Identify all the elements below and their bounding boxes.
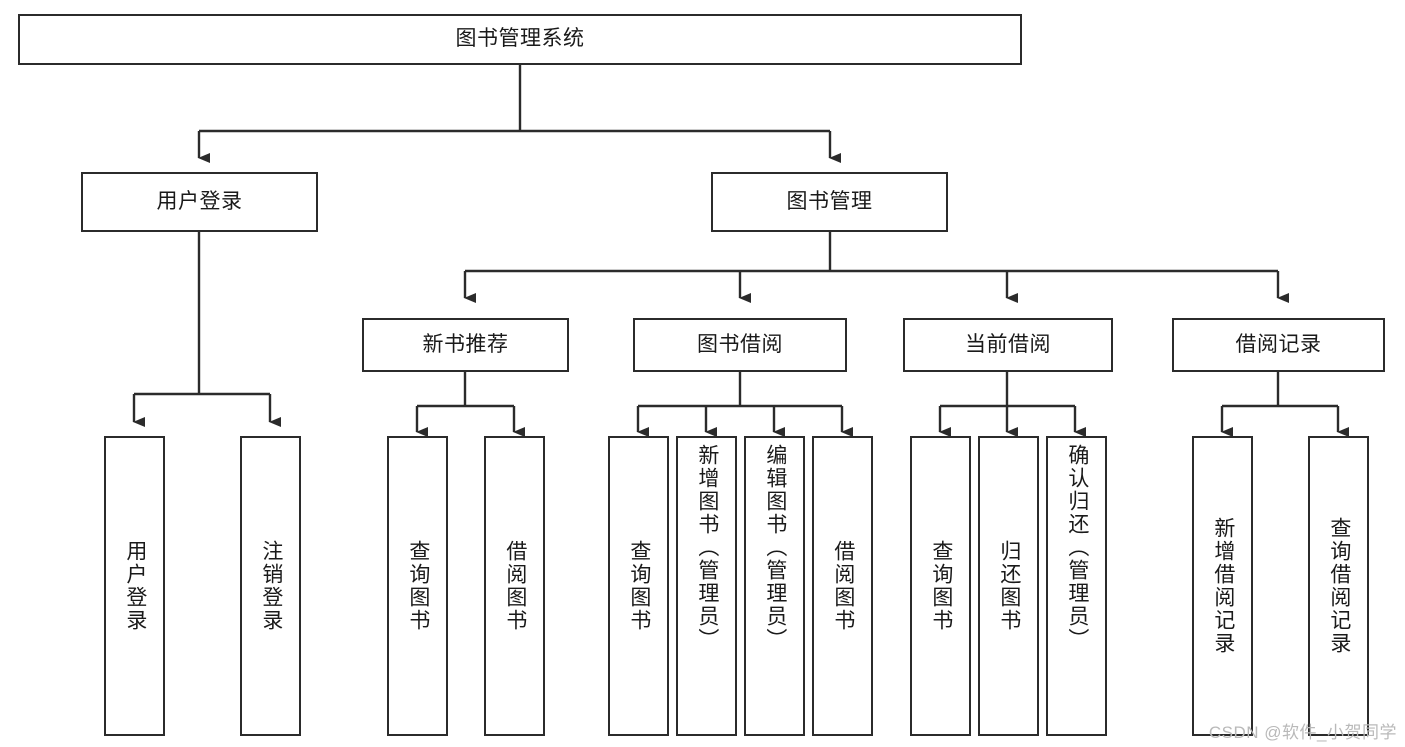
node-leaf-borrow-book-2-label: 借阅图书	[831, 540, 855, 632]
csdn-watermark: CSDN @软件_小贺同学	[1208, 723, 1397, 742]
node-leaf-borrow-book-1-label: 借阅图书	[503, 540, 527, 632]
node-leaf-add-record[interactable]: 新增借阅记录	[1192, 436, 1253, 736]
node-leaf-query-book-3[interactable]: 查询图书	[910, 436, 971, 736]
node-book-borrow[interactable]: 图书借阅	[633, 318, 847, 372]
node-leaf-logout-login-label: 注销登录	[259, 540, 283, 632]
node-leaf-add-book[interactable]: 新增图书（管理员）	[676, 436, 737, 736]
node-leaf-edit-book[interactable]: 编辑图书（管理员）	[744, 436, 805, 736]
node-leaf-confirm-return[interactable]: 确认归还（管理员）	[1046, 436, 1107, 736]
node-current-borrow-label: 当前借阅	[965, 332, 1051, 356]
node-current-borrow[interactable]: 当前借阅	[903, 318, 1113, 372]
node-leaf-add-book-label: 新增图书（管理员）	[695, 444, 719, 651]
node-leaf-query-book-2-label: 查询图书	[627, 540, 651, 632]
node-root-label: 图书管理系统	[455, 27, 585, 51]
node-leaf-user-login-label: 用户登录	[123, 540, 147, 632]
node-user-login-label: 用户登录	[156, 189, 243, 213]
node-leaf-query-book-3-label: 查询图书	[929, 540, 953, 632]
node-leaf-query-book-2[interactable]: 查询图书	[608, 436, 669, 736]
node-root[interactable]: 图书管理系统	[18, 14, 1022, 65]
node-leaf-query-book-1-label: 查询图书	[406, 540, 430, 632]
node-leaf-return-book-label: 归还图书	[997, 540, 1021, 632]
node-leaf-confirm-return-label: 确认归还（管理员）	[1065, 444, 1089, 651]
node-book-manage[interactable]: 图书管理	[711, 172, 948, 232]
node-leaf-return-book[interactable]: 归还图书	[978, 436, 1039, 736]
node-leaf-borrow-book-1[interactable]: 借阅图书	[484, 436, 545, 736]
node-leaf-edit-book-label: 编辑图书（管理员）	[763, 444, 787, 651]
node-book-manage-label: 图书管理	[786, 189, 873, 213]
node-book-borrow-label: 图书借阅	[697, 332, 783, 356]
node-leaf-query-record[interactable]: 查询借阅记录	[1308, 436, 1369, 736]
node-user-login[interactable]: 用户登录	[81, 172, 318, 232]
node-leaf-query-record-label: 查询借阅记录	[1327, 517, 1351, 655]
node-borrow-record-label: 借阅记录	[1235, 332, 1322, 356]
node-new-book-recommend[interactable]: 新书推荐	[362, 318, 569, 372]
node-leaf-add-record-label: 新增借阅记录	[1211, 517, 1235, 655]
node-borrow-record[interactable]: 借阅记录	[1172, 318, 1385, 372]
node-leaf-logout-login[interactable]: 注销登录	[240, 436, 301, 736]
node-leaf-user-login[interactable]: 用户登录	[104, 436, 165, 736]
node-new-book-recommend-label: 新书推荐	[422, 332, 509, 356]
node-leaf-borrow-book-2[interactable]: 借阅图书	[812, 436, 873, 736]
node-leaf-query-book-1[interactable]: 查询图书	[387, 436, 448, 736]
